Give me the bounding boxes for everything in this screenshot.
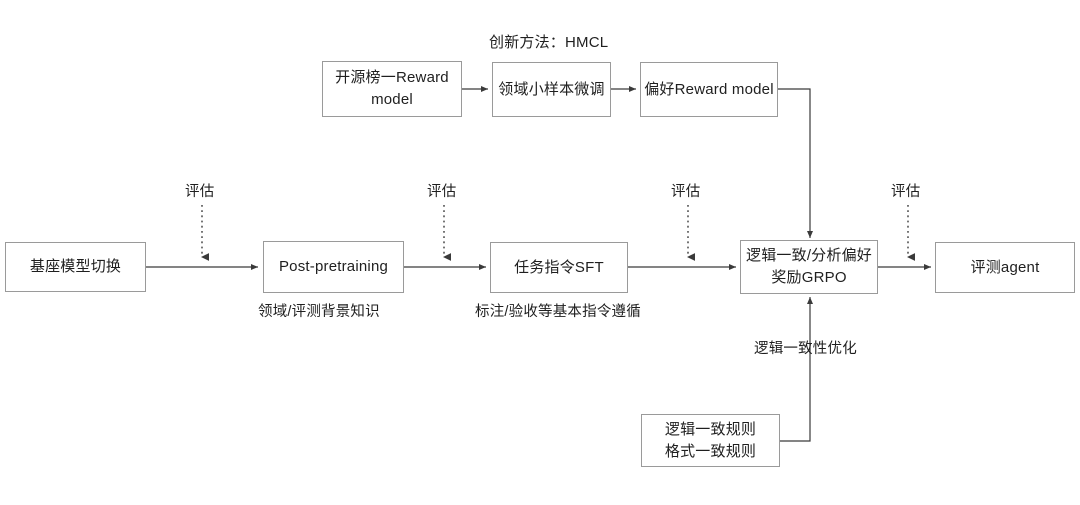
edge-rules-to-grpo: [780, 297, 813, 442]
edge-label-eval-2: 评估: [427, 184, 457, 200]
node-label: 基座模型切换: [29, 258, 122, 275]
node-domain-few-shot-finetune[interactable]: 领域小样本微调: [492, 62, 611, 117]
innovation-method-title: 创新方法：HMCL: [489, 34, 609, 51]
node-label: 逻辑一致/分析偏好: [746, 247, 872, 264]
edge-label-eval-4: 评估: [891, 184, 921, 200]
edge-label-logic-consistency-optimization: 逻辑一致性优化: [754, 341, 857, 357]
node-logic-consistency-grpo[interactable]: 逻辑一致/分析偏好 奖励GRPO: [740, 240, 878, 294]
node-label: 逻辑一致规则: [664, 420, 757, 438]
node-preference-reward-model[interactable]: 偏好Reward model: [640, 62, 778, 117]
node-consistency-rules[interactable]: 逻辑一致规则 格式一致规则: [641, 414, 780, 467]
node-label-line2: model: [371, 91, 413, 108]
node-open-source-reward-model[interactable]: 开源榜一Reward model: [322, 61, 462, 117]
node-label: 领域小样本微调: [498, 80, 605, 98]
node-eval-agent[interactable]: 评测agent: [935, 242, 1075, 293]
node-base-model-switch[interactable]: 基座模型切换: [5, 242, 146, 292]
node-task-instruction-sft[interactable]: 任务指令SFT: [490, 242, 628, 293]
node-label: 任务指令SFT: [514, 258, 604, 276]
caption-post-pretraining: 领域/评测背景知识: [258, 304, 380, 320]
edge-preference-to-grpo: [778, 88, 813, 238]
node-label: 偏好Reward model: [644, 80, 774, 98]
edge-label-eval-3: 评估: [671, 184, 701, 200]
node-label: 开源榜一Reward: [335, 69, 449, 86]
caption-task-instruction-sft: 标注/验收等基本指令遵循: [475, 304, 641, 320]
node-label: Post-pretraining: [278, 258, 389, 275]
node-label-line2: 格式一致规则: [664, 442, 757, 460]
edge-label-eval-1: 评估: [185, 184, 215, 200]
node-label-line2: 奖励GRPO: [771, 269, 847, 286]
node-label: 评测agent: [970, 258, 1040, 276]
node-post-pretraining[interactable]: Post-pretraining: [263, 241, 404, 293]
